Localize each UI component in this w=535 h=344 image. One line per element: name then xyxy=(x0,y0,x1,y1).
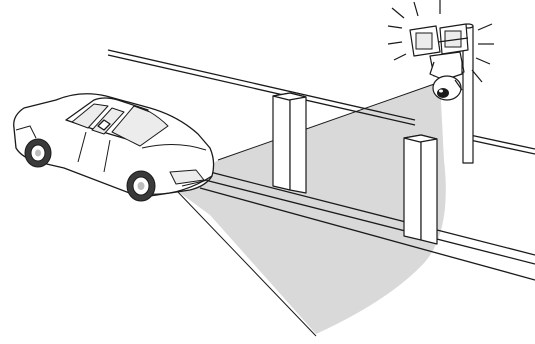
motion-sensor-icon xyxy=(432,75,463,101)
gate-post-right xyxy=(403,134,438,245)
light-rays xyxy=(387,0,494,83)
detection-zone-fill xyxy=(176,82,446,334)
security-floodlight-icon xyxy=(409,23,469,81)
car-icon xyxy=(13,93,215,199)
car-wheel-front xyxy=(126,170,156,202)
detection-zone xyxy=(175,81,446,337)
back-rail xyxy=(107,49,535,155)
zone-edge-upper xyxy=(217,81,441,161)
gate-post-left xyxy=(272,92,307,194)
front-rail xyxy=(199,171,535,281)
car-wheel-rear xyxy=(24,138,52,168)
zone-edge-lower xyxy=(175,189,317,337)
